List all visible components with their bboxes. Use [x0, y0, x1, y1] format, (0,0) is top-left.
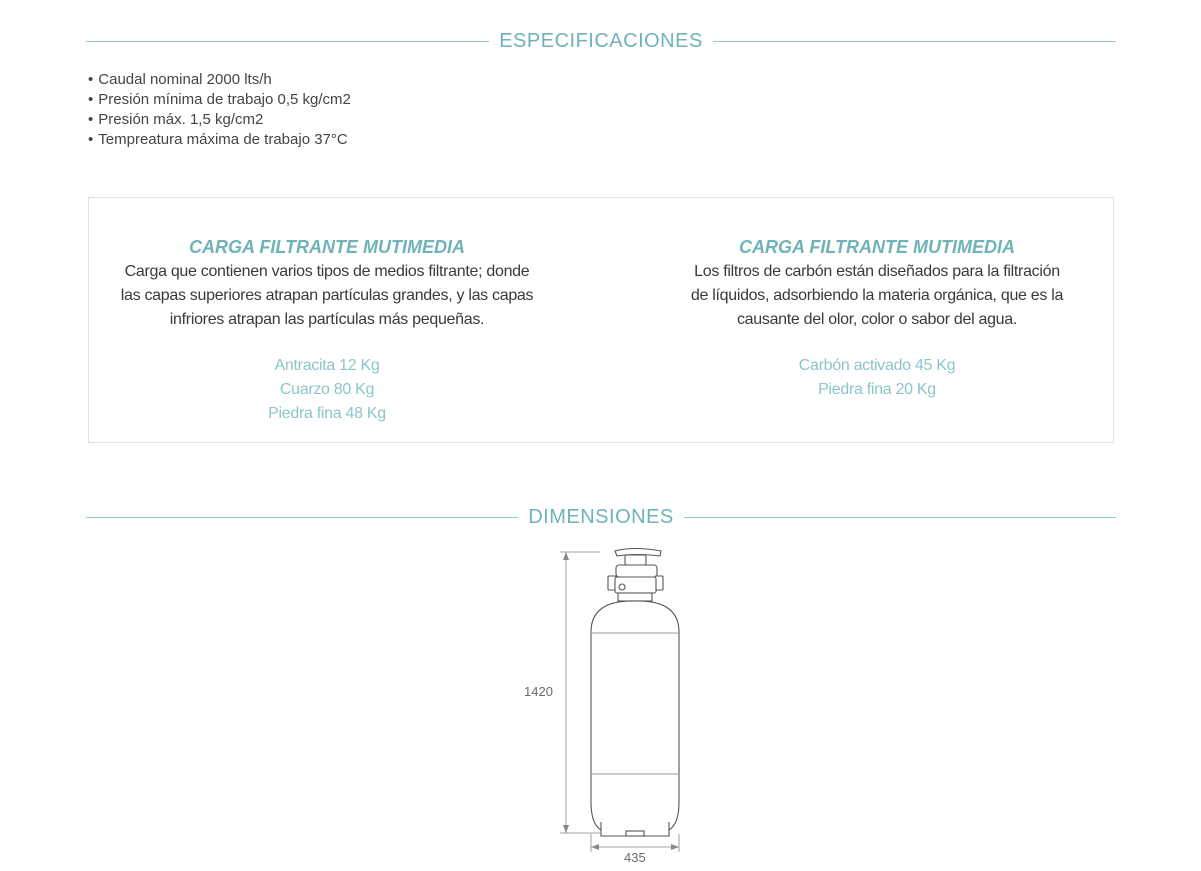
divider-line	[86, 40, 490, 42]
carga-right-title: CARGA FILTRANTE MUTIMEDIA	[739, 237, 1015, 257]
carga-left-column: CARGA FILTRANTE MUTIMEDIA Carga que cont…	[97, 236, 557, 426]
material-item: Cuarzo 80 Kg	[279, 381, 375, 398]
width-dimension: 435	[590, 834, 680, 865]
material-item: Antracita 12 Kg	[274, 357, 380, 374]
dimensions-title: DIMENSIONES	[528, 505, 674, 528]
specs-section-header: ESPECIFICACIONES	[86, 29, 1117, 53]
height-label: 1420	[524, 684, 553, 699]
height-dimension: 1420	[524, 551, 600, 834]
specs-title: ESPECIFICACIONES	[499, 29, 703, 52]
material-item: Piedra fina 20 Kg	[818, 381, 936, 398]
material-item: Carbón activado 45 Kg	[798, 357, 956, 374]
spec-item: •Caudal nominal 2000 lts/h	[88, 71, 272, 88]
spec-item: •Presión máx. 1,5 kg/cm2	[88, 111, 264, 128]
carga-right-materials: Carbón activado 45 Kg Piedra fina 20 Kg	[647, 354, 1107, 402]
carga-filtrante-box: CARGA FILTRANTE MUTIMEDIA Carga que cont…	[88, 197, 1114, 443]
divider-line	[86, 516, 519, 518]
carga-right-description: Los filtros de carbón están diseñados pa…	[690, 263, 1064, 328]
carga-right-column: CARGA FILTRANTE MUTIMEDIA Los filtros de…	[647, 236, 1107, 402]
width-label: 435	[624, 850, 646, 865]
carga-left-description: Carga que contienen varios tipos de medi…	[120, 263, 534, 328]
specs-list: •Caudal nominal 2000 lts/h •Presión míni…	[88, 70, 351, 150]
divider-line	[683, 516, 1116, 518]
spec-item: •Presión mínima de trabajo 0,5 kg/cm2	[88, 91, 351, 108]
divider-line	[712, 40, 1117, 42]
tank-body	[590, 600, 680, 837]
dimensions-section-header: DIMENSIONES	[86, 505, 1116, 529]
filter-tank-diagram: 1420 435	[524, 547, 680, 865]
valve-icon	[607, 547, 664, 602]
material-item: Piedra fina 48 Kg	[268, 405, 386, 422]
carga-left-materials: Antracita 12 Kg Cuarzo 80 Kg Piedra fina…	[97, 354, 557, 426]
carga-left-title: CARGA FILTRANTE MUTIMEDIA	[189, 237, 465, 257]
spec-item: •Tempreatura máxima de trabajo 37°C	[88, 131, 348, 148]
